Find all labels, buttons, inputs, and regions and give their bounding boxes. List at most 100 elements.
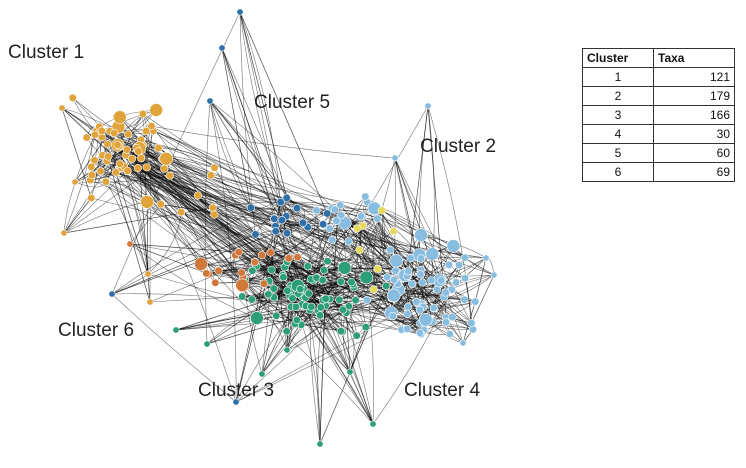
taxa-count-cell: 179: [653, 86, 735, 106]
network-node: [247, 295, 256, 304]
network-edge: [117, 144, 182, 213]
network-edge: [146, 201, 149, 275]
network-node: [291, 302, 301, 312]
network-node: [444, 260, 454, 270]
network-edge: [394, 157, 433, 322]
cluster-label-5: Cluster 5: [254, 92, 330, 113]
network-node: [373, 264, 382, 274]
network-edge: [239, 11, 283, 221]
network-edge: [348, 105, 429, 242]
network-node: [335, 295, 344, 304]
network-edge: [129, 204, 162, 245]
network-edge: [63, 158, 167, 234]
network-edge: [342, 309, 374, 425]
cluster-taxa-table: Cluster Taxa 1 121 2 179 3 166 4 30 5 60…: [582, 48, 735, 182]
network-edge: [166, 158, 330, 229]
network-edge: [349, 326, 367, 373]
taxa-count-cell: 121: [653, 67, 735, 87]
network-edge: [129, 243, 209, 275]
network-node: [298, 218, 308, 227]
cluster-labels: Cluster 1 Cluster 2 Cluster 3 Cluster 4 …: [8, 42, 496, 401]
network-node: [264, 290, 273, 299]
network-edge: [312, 209, 336, 281]
network-node: [352, 331, 361, 340]
cluster-id-cell: 2: [582, 86, 654, 106]
network-node: [87, 162, 96, 171]
network-node: [149, 103, 163, 117]
network-node: [361, 192, 370, 201]
network-node: [211, 278, 220, 287]
network-node: [248, 266, 257, 275]
network-node: [71, 178, 79, 186]
network-node: [270, 214, 279, 223]
network-edge: [105, 113, 144, 182]
network-node: [283, 286, 292, 295]
network-node: [232, 398, 240, 406]
network-node: [154, 143, 163, 153]
taxa-count-cell: 60: [653, 143, 735, 163]
network-edge: [123, 166, 258, 319]
network-edge: [209, 100, 252, 208]
network-node: [337, 211, 346, 220]
taxa-count-cell: 69: [653, 162, 735, 182]
network-edge: [63, 201, 148, 234]
table-row: 3 166: [582, 105, 735, 125]
network-edge: [221, 47, 288, 234]
network-edge: [367, 201, 495, 276]
network-node: [210, 210, 219, 219]
network-node: [218, 44, 226, 52]
network-node: [208, 203, 217, 212]
network-node: [108, 290, 116, 298]
network-node: [276, 197, 285, 207]
network-node: [338, 305, 348, 314]
network-edge: [63, 170, 128, 234]
network-edge: [214, 214, 420, 256]
network-edge: [153, 130, 328, 262]
network-edge: [301, 304, 374, 425]
network-edge: [208, 273, 265, 284]
network-node: [214, 266, 223, 275]
network-edge: [239, 11, 288, 198]
network-node: [448, 313, 457, 322]
column-header-cluster: Cluster: [582, 48, 654, 68]
network-node: [320, 266, 329, 275]
network-node: [304, 289, 313, 298]
network-edge: [114, 132, 378, 219]
network-edge: [63, 207, 213, 234]
network-node: [389, 254, 404, 268]
network-node: [279, 273, 288, 282]
network-node: [104, 152, 113, 161]
network-node: [113, 140, 122, 149]
network-node: [133, 164, 142, 173]
network-edge: [123, 166, 408, 277]
network-node: [194, 257, 208, 271]
network-node: [316, 440, 324, 448]
network-edge: [147, 212, 182, 275]
network-node: [382, 281, 391, 291]
network-node: [403, 309, 412, 319]
network-edge: [129, 243, 424, 308]
network-edge: [356, 228, 374, 290]
network-edge: [303, 260, 397, 289]
table-row: 6 69: [582, 162, 735, 182]
network-node: [403, 324, 412, 334]
network-node: [160, 164, 169, 173]
network-node: [362, 296, 372, 305]
network-node: [408, 279, 417, 288]
network-node: [111, 168, 120, 177]
column-header-taxa: Taxa: [653, 48, 735, 68]
network-edge: [235, 306, 409, 403]
network-edge: [256, 317, 343, 332]
network-node: [165, 171, 174, 180]
network-node: [337, 261, 352, 275]
network-node: [390, 275, 399, 284]
network-node: [389, 227, 398, 236]
network-node: [138, 109, 147, 118]
network-edge: [319, 285, 387, 445]
network-node: [461, 274, 470, 283]
network-node: [124, 130, 133, 139]
network-node: [351, 296, 360, 305]
cluster-label-2: Cluster 2: [420, 136, 496, 157]
network-node: [235, 278, 249, 293]
network-edge: [419, 105, 429, 270]
